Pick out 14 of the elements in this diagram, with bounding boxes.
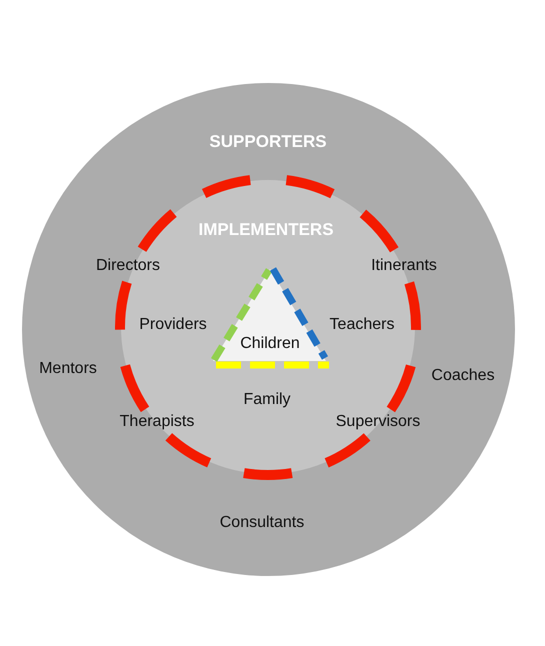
role-label: Coaches <box>431 366 495 386</box>
side-label: Providers <box>139 316 207 334</box>
outer-circle <box>22 83 515 576</box>
role-label: Itinerants <box>371 256 437 276</box>
ring-heading: SUPPORTERS <box>209 132 327 152</box>
role-label: Therapists <box>120 412 194 432</box>
role-label: Mentors <box>39 360 97 378</box>
side-label: Family <box>243 390 291 410</box>
role-label: Directors <box>96 256 160 276</box>
triangle-label: Children <box>240 334 300 354</box>
role-label: Consultants <box>220 514 304 532</box>
side-label: Teachers <box>330 316 394 334</box>
role-label: Supervisors <box>336 412 420 432</box>
circle-heading: IMPLEMENTERS <box>198 220 334 240</box>
